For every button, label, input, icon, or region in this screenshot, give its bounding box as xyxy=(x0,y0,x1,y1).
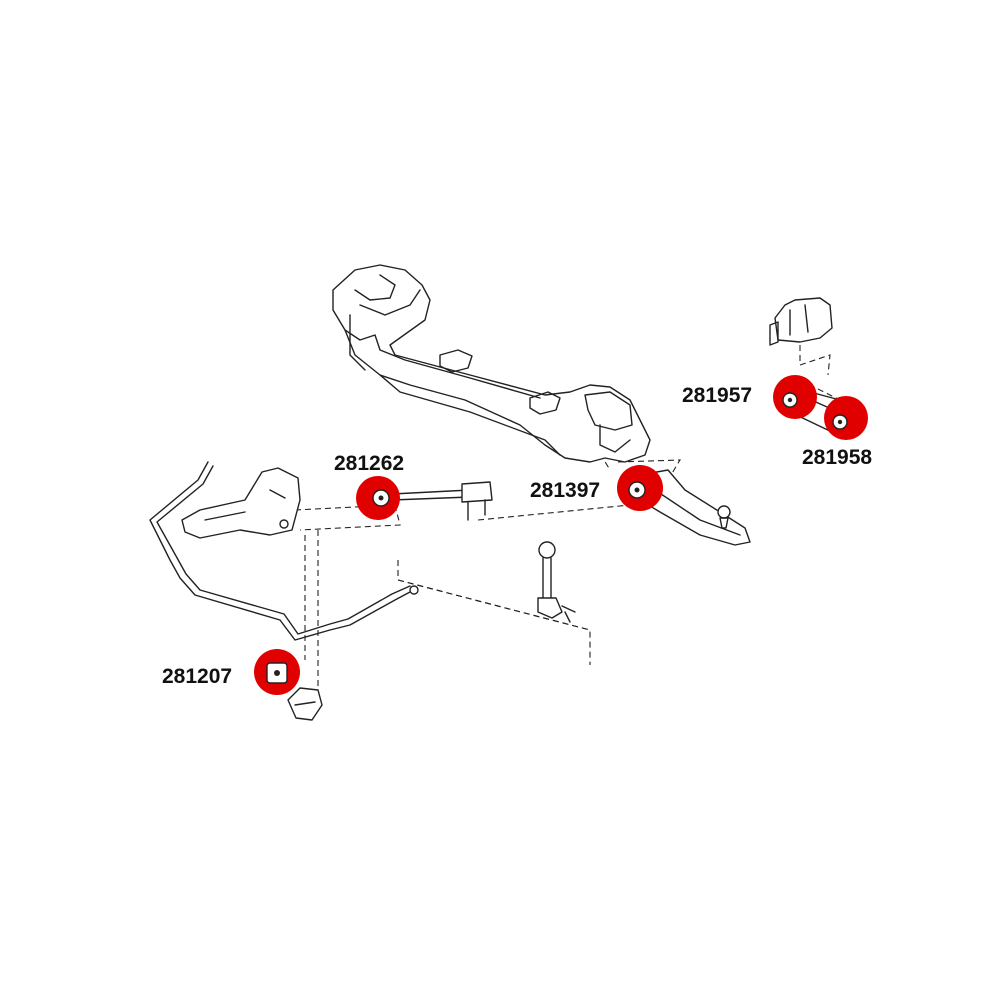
sway-bar-clamp xyxy=(287,687,323,721)
tension-rod xyxy=(391,481,493,521)
sway-bar xyxy=(149,461,419,641)
bushing-281207 xyxy=(254,649,300,695)
bushing-281958 xyxy=(824,396,868,440)
sway-bar-bracket xyxy=(181,467,301,539)
torque-rod-bracket xyxy=(769,297,833,346)
part-label-281397: 281397 xyxy=(530,479,600,502)
bushing-281397 xyxy=(617,465,663,511)
part-label-281262: 281262 xyxy=(334,452,404,475)
lower-control-arm xyxy=(639,469,751,546)
part-label-281957: 281957 xyxy=(682,384,752,407)
bushing-281957 xyxy=(773,375,817,419)
front-crossmember xyxy=(332,264,651,463)
part-label-281207: 281207 xyxy=(162,665,232,688)
part-label-281958: 281958 xyxy=(802,446,872,469)
bushing-281262 xyxy=(356,476,400,520)
stabilizer-link xyxy=(537,541,576,623)
